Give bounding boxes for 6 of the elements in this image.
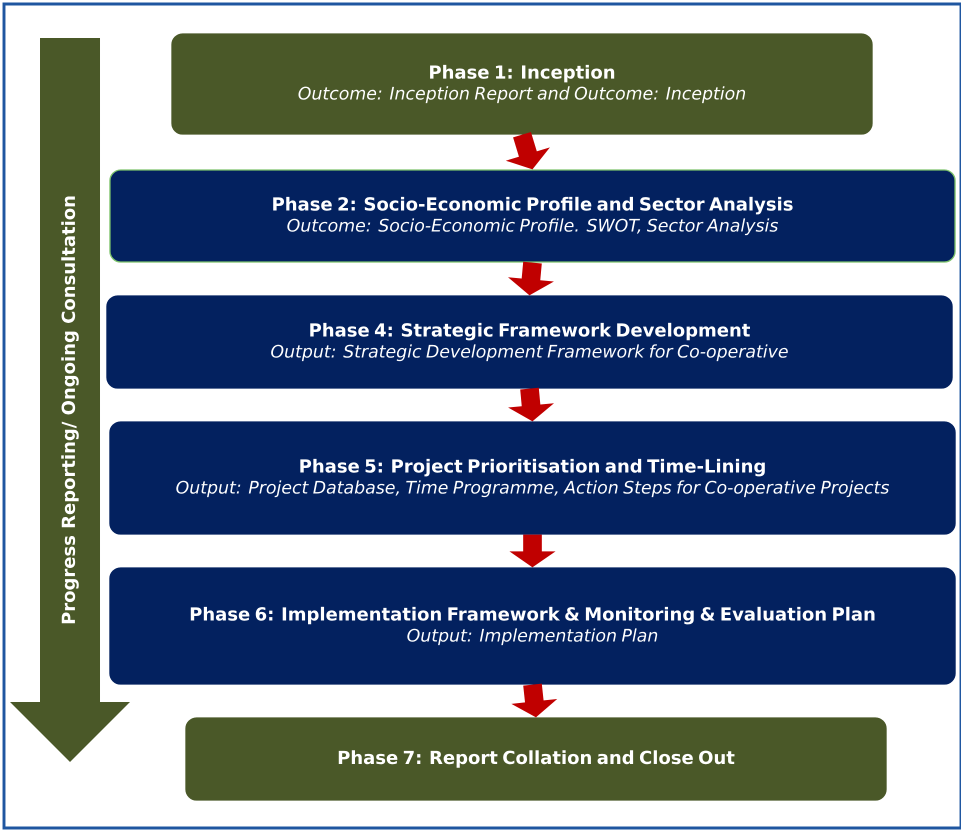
phase-box: Phase 4: Strategic Framework Development Output: Strategic Development Framework for Co-operative bbox=[106, 295, 953, 389]
phase-box: Phase 1: Inception Outcome: Inception Report and Outcome: Inception bbox=[171, 33, 873, 135]
phase-box: Phase 2: Socio-Economic Profile and Sector Analysis Outcome: Socio-Economic Profile. SWOT, Sector Analysis bbox=[109, 169, 956, 263]
phase-box: Phase 7: Report Collation and Close Out bbox=[185, 717, 887, 801]
phase-box: Phase 6: Implementation Framework & Monitoring & Evaluation Plan Output: Implementation Plan bbox=[109, 567, 956, 685]
phase-box: Phase 5: Project Prioritisation and Time-Lining Output: Project Database, Time Programme, Action Steps for Co-operative Projects bbox=[109, 421, 956, 535]
